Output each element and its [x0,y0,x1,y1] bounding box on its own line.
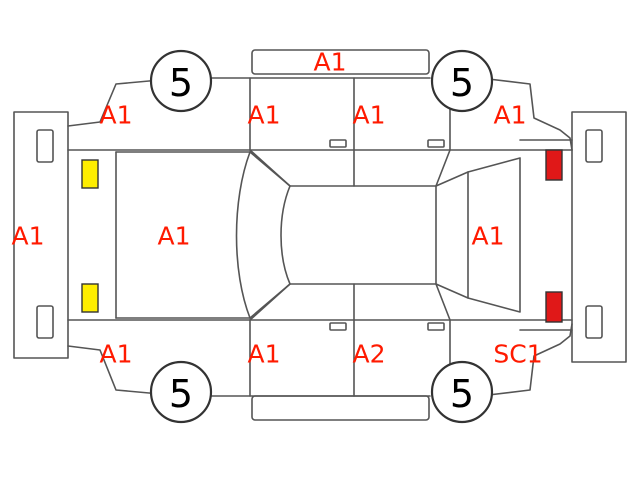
tire-front-right-value: 5 [169,372,193,416]
taillamp-lower [545,291,563,323]
tire-rear-right: 5 [430,360,494,424]
roof-rail-bottom [251,395,430,421]
code-trunk: A1 [471,222,504,251]
tire-front-left: 5 [149,49,213,113]
headlamp-upper [81,159,99,189]
car-body [67,77,573,397]
code-roof-strip-top: A1 [313,48,346,77]
rear-bumper [571,111,627,363]
headlamp-lower [81,283,99,313]
code-rear-door-top: A1 [352,101,385,130]
code-front-fender-bottom: A1 [99,340,132,369]
taillamp-upper [545,149,563,181]
code-rear-fender-bottom: SC1 [493,340,542,369]
code-rear-fender-top: A1 [493,101,526,130]
tire-rear-right-value: 5 [450,372,474,416]
tire-rear-left: 5 [430,49,494,113]
tire-rear-left-value: 5 [450,61,474,105]
roof-rail-top [251,49,430,75]
code-front-bumper: A1 [11,222,44,251]
tire-front-right: 5 [149,360,213,424]
code-front-fender-top: A1 [99,101,132,130]
code-front-door-top: A1 [247,101,280,130]
code-hood: A1 [157,222,190,251]
code-rear-door-bottom: A2 [352,340,385,369]
front-bumper [13,111,69,359]
code-front-door-bottom: A1 [247,340,280,369]
tire-front-left-value: 5 [169,61,193,105]
